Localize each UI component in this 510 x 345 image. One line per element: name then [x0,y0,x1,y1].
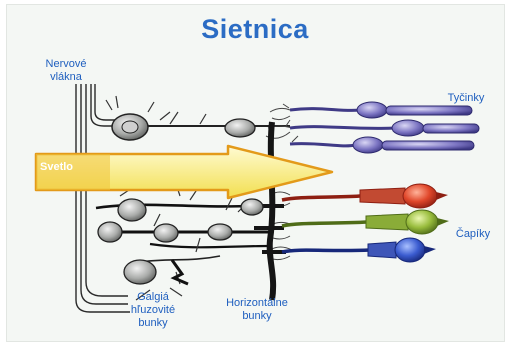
rod-2 [290,120,479,136]
label-nerve-fibers: Nervové vlákna [34,58,98,84]
label-horizontal-cells: Horizontálne bunky [212,297,302,323]
rods [290,102,479,153]
cone-blue [282,238,436,262]
cone-red [282,184,448,208]
cone-green [282,210,449,234]
upper-neuron-chain [106,96,290,140]
label-cones: Čapíky [448,228,498,241]
label-light: Svetlo [40,161,73,173]
label-rods: Tyčinky [436,92,496,105]
label-ganglion-cells: Galgiá hľuzovité bunky [116,291,190,330]
cones [282,184,449,262]
light-arrow [36,146,332,198]
rod-3 [290,137,474,153]
lower-neuron-network [96,178,270,300]
